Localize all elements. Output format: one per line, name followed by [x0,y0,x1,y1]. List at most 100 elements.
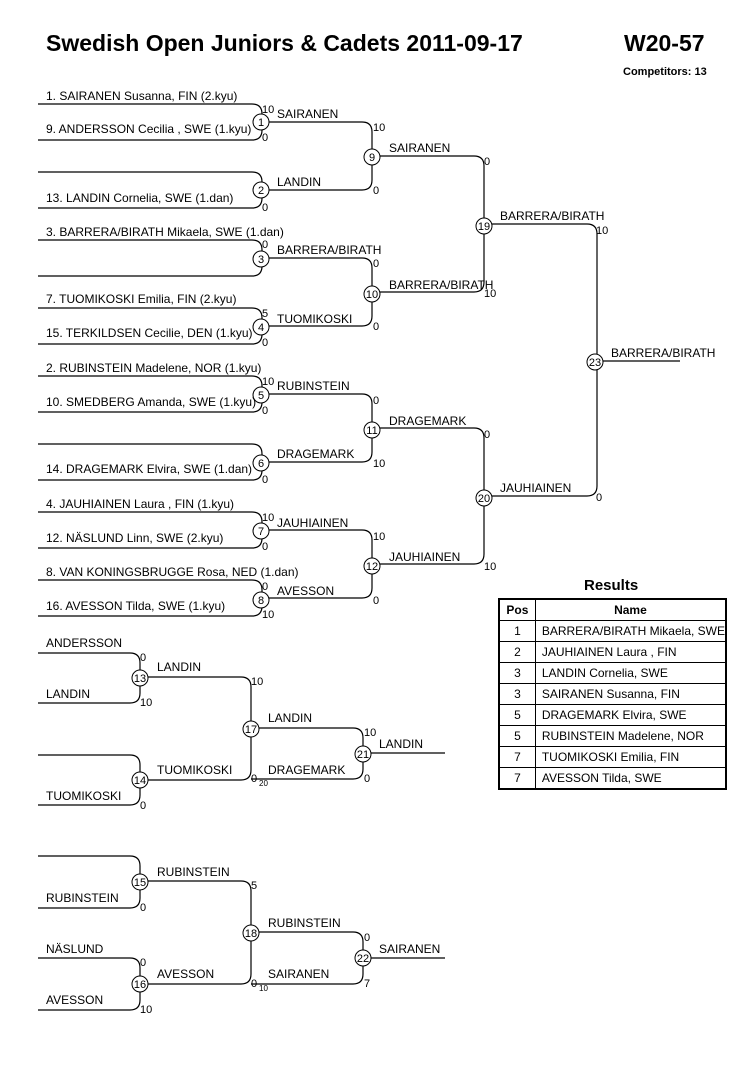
results-title: Results [584,577,639,594]
match-number: 2 [258,185,264,197]
match-node: 1 [252,113,270,131]
winner-label: SAIRANEN [268,967,329,981]
winner-label: DRAGEMARK [268,763,345,777]
score: 0 [484,156,490,168]
entry-label: ANDERSSON [46,636,122,650]
match-node: 2 [252,181,270,199]
score: 10 [373,122,385,134]
result-pos: 3 [498,683,536,705]
entries: 1. SAIRANEN Susanna, FIN (2.kyu) 9. ANDE… [46,89,299,1007]
match-number: 18 [245,928,257,940]
entry-label: 15. TERKILDSEN Cecilie, DEN (1.kyu) [46,326,253,340]
entry-label: 14. DRAGEMARK Elvira, SWE (1.dan) [46,462,252,476]
winner-label: LANDIN [268,711,312,725]
result-name: SAIRANEN Susanna, FIN [534,683,727,705]
result-pos: 5 [498,704,536,726]
match-number: 7 [258,526,264,538]
page-title: Swedish Open Juniors & Cadets 2011-09-17 [46,30,523,56]
match-node: 11 [363,421,381,439]
match-node: 15 [131,873,149,891]
match-number: 6 [258,458,264,470]
entry-label: 10. SMEDBERG Amanda, SWE (1.kyu) [46,395,256,409]
entry-label: 16. AVESSON Tilda, SWE (1.kyu) [46,599,225,613]
score: 0 [484,429,490,441]
winner-label: BARRERA/BIRATH [611,346,715,360]
score: 0 [596,492,602,504]
competitors-count: Competitors: 13 [623,66,707,78]
winner-label: BARRERA/BIRATH [277,243,381,257]
entry-label: TUOMIKOSKI [46,789,121,803]
score: 10 [373,458,385,470]
tiny-scores: 20 10 [259,779,268,993]
match-node: 23 [586,353,604,371]
match-number: 11 [366,425,377,437]
match-node: 10 [363,285,381,303]
winner-label: DRAGEMARK [389,414,466,428]
name-header: Name [534,598,727,621]
match-node: 6 [252,454,270,472]
score: 0 [373,595,379,607]
score: 10 [262,609,274,621]
score: 0 [364,773,370,785]
match-node: 16 [131,975,149,993]
winner-label: LANDIN [157,660,201,674]
score: 0 [373,185,379,197]
score: 10 [259,984,268,993]
match-number: 14 [134,775,146,787]
match-number: 17 [245,724,257,736]
winner-label: SAIRANEN [277,107,338,121]
match-node: 20 [475,489,493,507]
match-node: 4 [252,318,270,336]
match-node: 14 [131,771,149,789]
score: 0 [140,800,146,812]
entry-label: 2. RUBINSTEIN Madelene, NOR (1.kyu) [46,361,261,375]
entry-label: LANDIN [46,687,90,701]
winner-labels: SAIRANEN LANDIN BARRERA/BIRATH TUOMIKOSK… [157,107,715,981]
entry-label: AVESSON [46,993,103,1007]
match-number: 8 [258,595,264,607]
score: 5 [251,880,257,892]
match-number: 13 [134,673,146,685]
result-pos: 2 [498,641,536,663]
match-number: 16 [134,979,146,991]
score: 0 [251,773,257,785]
score: 10 [140,697,152,709]
bracket-lines [38,103,680,1011]
score: 0 [140,957,146,969]
match-node: 18 [242,924,260,942]
score: 10 [262,376,274,388]
score: 10 [262,512,274,524]
score: 7 [364,978,370,990]
category-code: W20-57 [624,30,705,56]
score: 10 [262,104,274,116]
match-node: 19 [475,217,493,235]
winner-label: RUBINSTEIN [277,379,350,393]
winner-label: AVESSON [157,967,214,981]
match-node: 12 [363,557,381,575]
score: 0 [364,932,370,944]
winner-label: DRAGEMARK [277,447,354,461]
score: 5 [262,308,268,320]
score: 10 [364,727,376,739]
winner-label: TUOMIKOSKI [277,312,352,326]
result-name: AVESSON Tilda, SWE [534,767,727,790]
winner-label: AVESSON [277,584,334,598]
score: 0 [262,405,268,417]
match-node: 9 [363,148,381,166]
winner-label: LANDIN [379,737,423,751]
score: 10 [140,1004,152,1016]
match-number: 1 [258,117,264,129]
results-header-row: Pos Name [498,598,727,621]
pos-header: Pos [498,598,536,621]
match-node: 13 [131,669,149,687]
winner-label: BARRERA/BIRATH [500,209,604,223]
entry-label: 9. ANDERSSON Cecilia , SWE (1.kyu) [46,122,251,136]
winner-label: JAUHIAINEN [500,481,571,495]
match-number: 22 [357,953,369,965]
